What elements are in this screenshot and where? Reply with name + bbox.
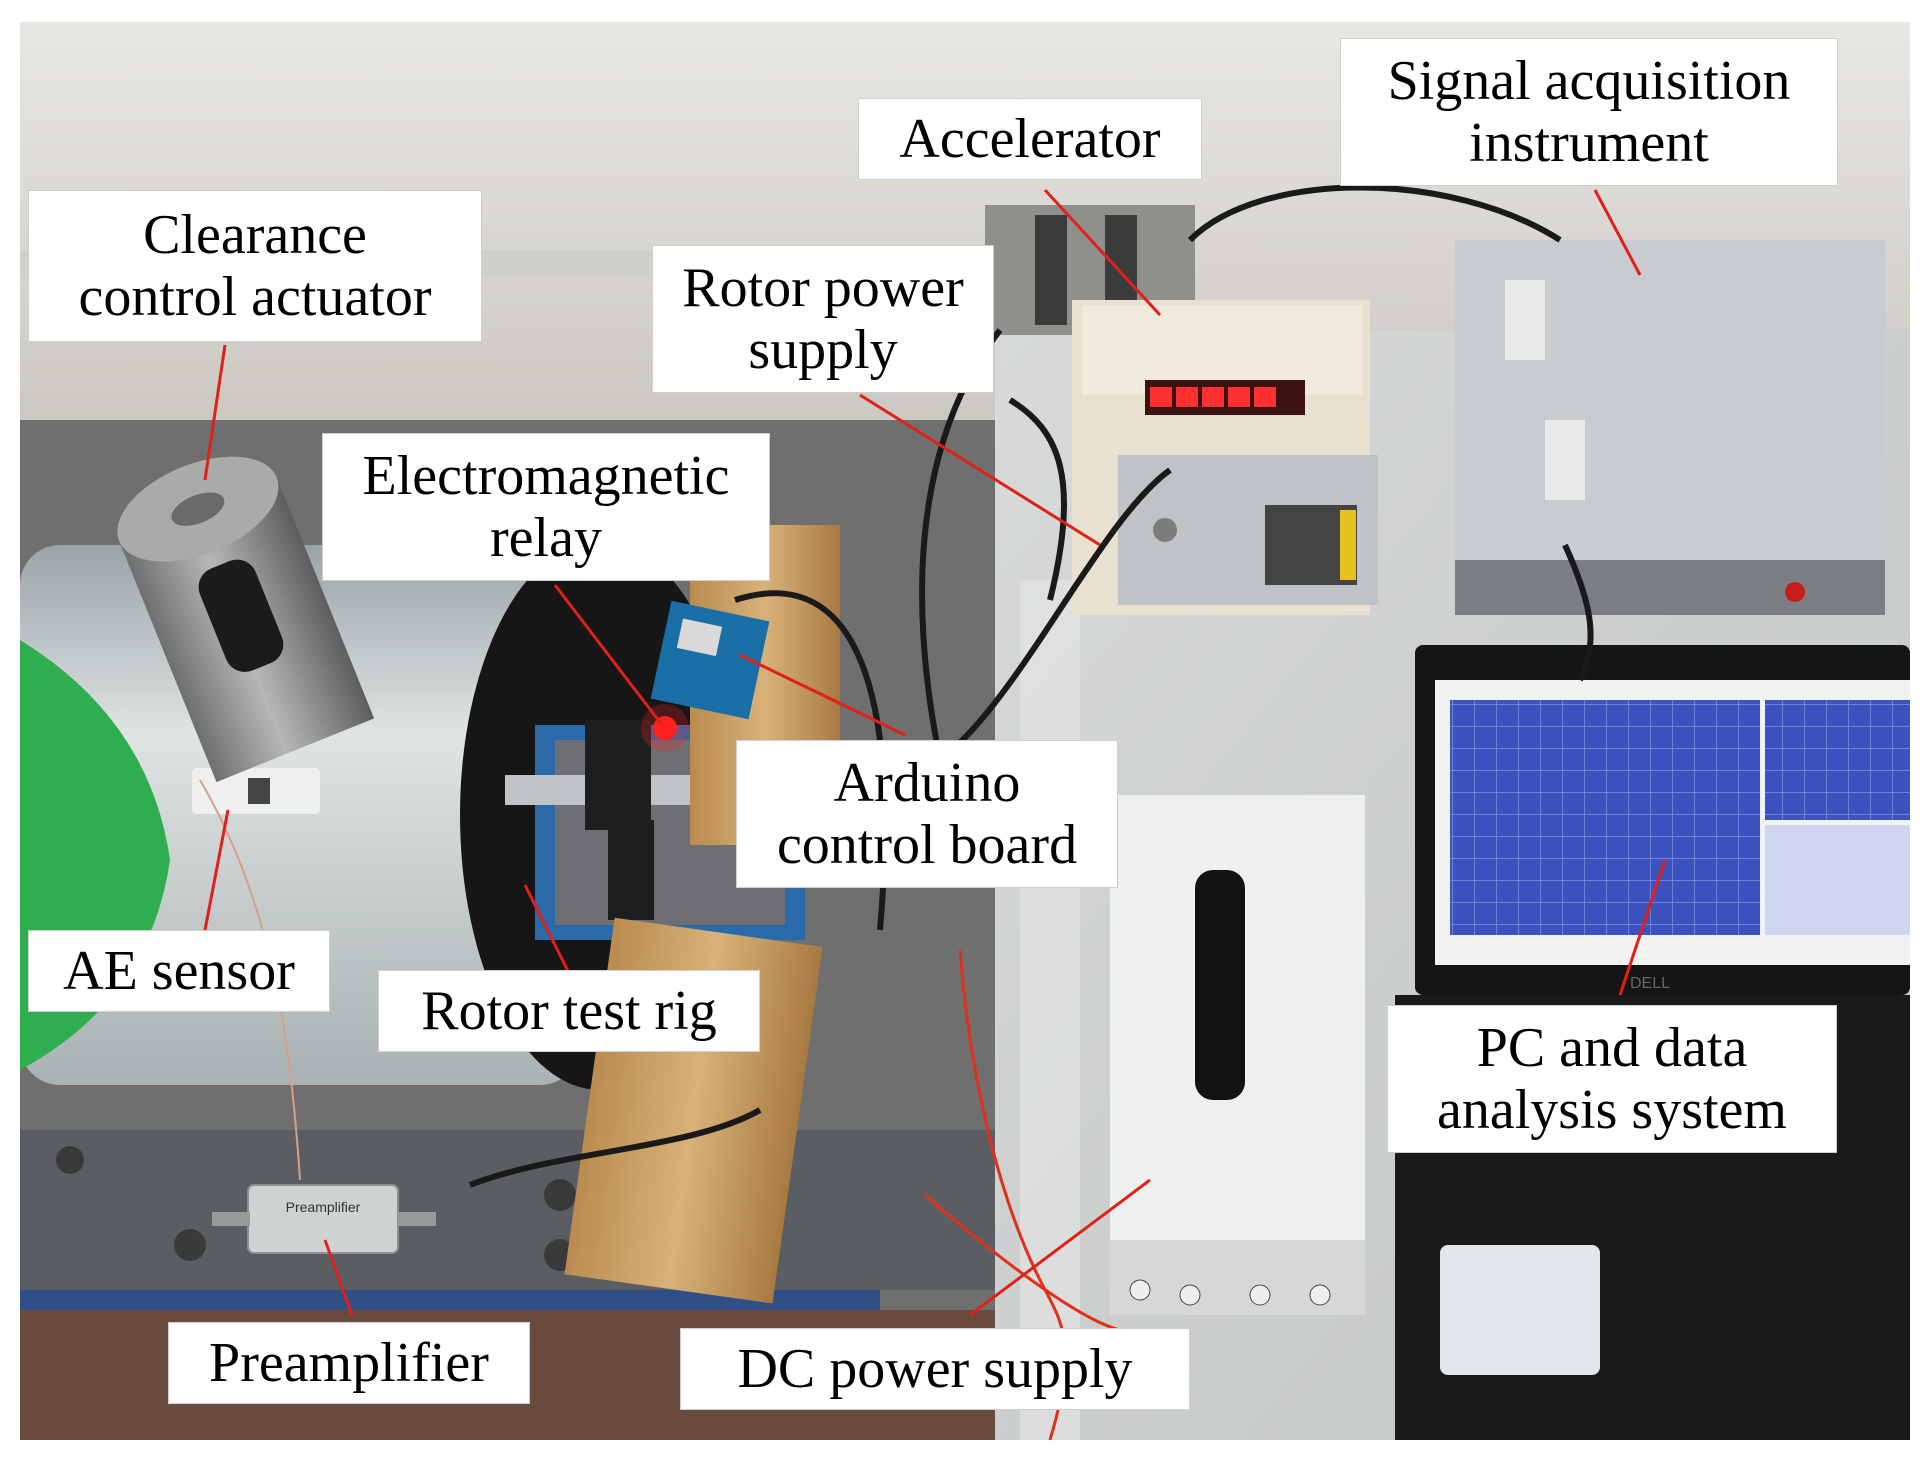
label-line: instrument bbox=[1469, 112, 1709, 174]
leader-preamp bbox=[323, 1239, 354, 1316]
leader-ae-sensor bbox=[203, 809, 230, 931]
bearing-block bbox=[585, 720, 651, 830]
leader-dc-power bbox=[969, 1178, 1151, 1317]
preamp-nameplate: Preamplifier bbox=[286, 1199, 361, 1215]
label-pc-system: PC and data analysis system bbox=[1387, 1005, 1837, 1153]
label-line: Rotor test rig bbox=[421, 980, 717, 1042]
leader-actuator bbox=[203, 344, 227, 481]
laptop-brand: DELL bbox=[1630, 975, 1670, 992]
label-preamplifier: Preamplifier bbox=[168, 1322, 530, 1404]
label-electromagnetic-relay: Electromagnetic relay bbox=[322, 433, 770, 581]
label-line: relay bbox=[490, 507, 602, 569]
label-line: Signal acquisition bbox=[1387, 50, 1791, 112]
leader-rig bbox=[523, 884, 577, 986]
label-line: supply bbox=[748, 319, 898, 381]
label-clearance-actuator: Clearance control actuator bbox=[28, 190, 482, 342]
label-arduino-board: Arduino control board bbox=[736, 740, 1118, 888]
label-line: control board bbox=[776, 814, 1078, 876]
label-line: Electromagnetic bbox=[362, 445, 730, 507]
label-line: Preamplifier bbox=[209, 1332, 489, 1394]
label-line: Arduino bbox=[833, 752, 1021, 814]
label-line: analysis system bbox=[1437, 1079, 1787, 1141]
label-line: DC power supply bbox=[737, 1338, 1133, 1400]
label-line: PC and data bbox=[1476, 1017, 1748, 1079]
label-rotor-power: Rotor power supply bbox=[652, 245, 994, 393]
laptop-palmrest-sticker bbox=[1440, 1245, 1600, 1375]
dc-handle bbox=[1195, 870, 1245, 1100]
leader-acquisition bbox=[1593, 189, 1642, 276]
label-dc-power: DC power supply bbox=[680, 1328, 1190, 1410]
label-accelerator: Accelerator bbox=[858, 98, 1202, 180]
leader-rotor-power bbox=[859, 393, 1101, 547]
label-line: Accelerator bbox=[899, 108, 1161, 170]
actuator bbox=[117, 456, 375, 783]
label-line: AE sensor bbox=[63, 940, 295, 1002]
leader-pc bbox=[1618, 859, 1667, 996]
label-line: Clearance bbox=[143, 204, 367, 266]
base-plate bbox=[20, 1130, 1000, 1290]
label-line: control actuator bbox=[78, 266, 432, 328]
label-ae-sensor: AE sensor bbox=[28, 930, 330, 1012]
leader-lines bbox=[203, 188, 1667, 1317]
label-signal-acquisition: Signal acquisition instrument bbox=[1340, 38, 1838, 186]
base-blue-edge bbox=[20, 1290, 880, 1310]
label-rotor-test-rig: Rotor test rig bbox=[378, 970, 760, 1052]
leader-arduino bbox=[739, 653, 906, 737]
arduino-pcb bbox=[650, 600, 770, 720]
leader-accelerator bbox=[1043, 188, 1162, 317]
leader-relay bbox=[553, 584, 664, 726]
screen-plot-2 bbox=[1765, 700, 1910, 820]
preamplifier-box bbox=[247, 1184, 399, 1254]
label-line: Rotor power bbox=[682, 257, 964, 319]
screen-plot-1 bbox=[1450, 700, 1760, 935]
